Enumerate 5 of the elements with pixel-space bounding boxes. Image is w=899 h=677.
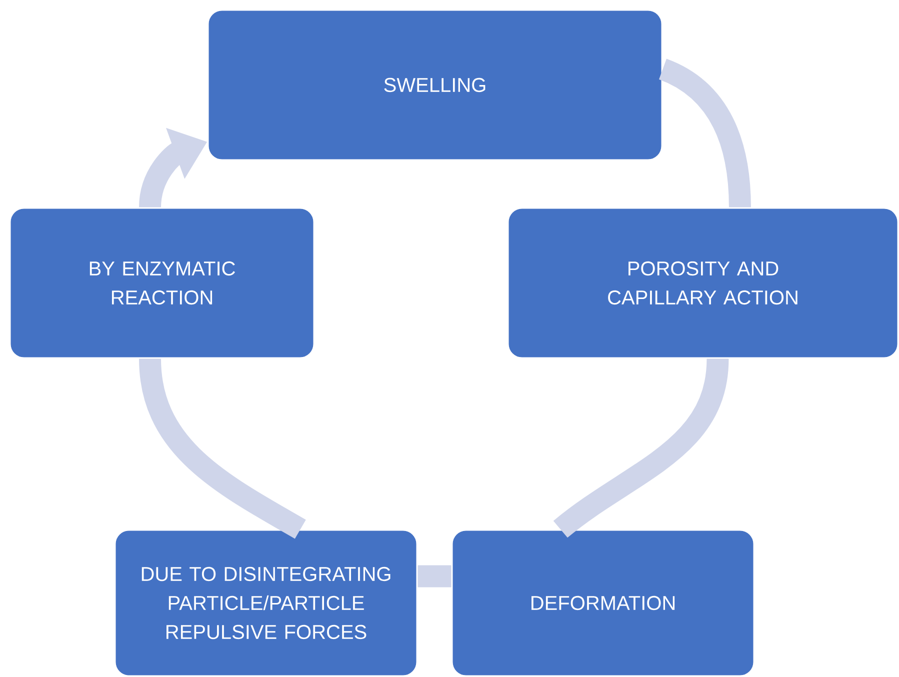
process-box: SWELLING bbox=[207, 9, 663, 161]
process-box: POROSITY AND CAPILLARY ACTION bbox=[507, 207, 899, 359]
process-box: BY ENZYMATIC REACTION bbox=[9, 207, 315, 359]
process-box: DUE TO DISINTEGRATING PARTICLE/PARTICLE REPULSIVE FORCES bbox=[114, 529, 418, 677]
process-box: DEFORMATION bbox=[451, 529, 755, 677]
